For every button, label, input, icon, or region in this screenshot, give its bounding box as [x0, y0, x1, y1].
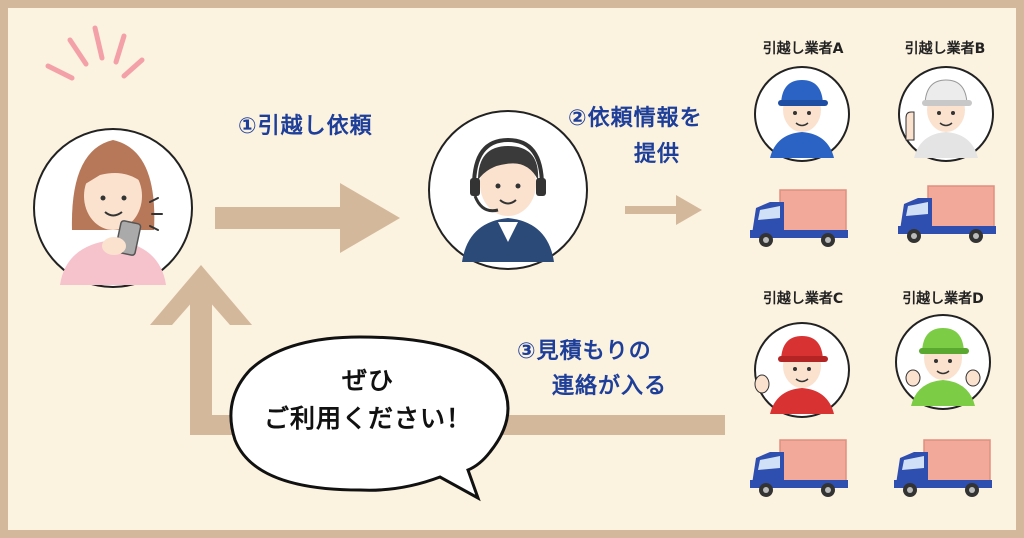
vendor-a-name: 引越し業者A — [762, 41, 844, 57]
truck-d-icon — [893, 439, 993, 498]
arrow-estimate-return — [150, 265, 725, 435]
user-woman-phone-icon — [33, 128, 193, 288]
arrow-provide-info — [625, 195, 702, 225]
mover-a-icon — [754, 66, 850, 162]
operator-headset-icon — [428, 110, 588, 270]
mover-c-icon — [754, 322, 850, 418]
arrow-request — [215, 183, 400, 253]
step2-label-line1: ②依頼情報を — [568, 106, 703, 131]
step3-label-line1: ③見積もりの — [517, 339, 652, 364]
step3-label-line2: 連絡が入る — [552, 374, 668, 399]
truck-a-icon — [749, 189, 849, 248]
step1-label: ①引越し依頼 — [238, 114, 373, 139]
mover-b-icon — [898, 66, 994, 162]
vendor-d-name: 引越し業者D — [902, 291, 984, 307]
surprise-lines-icon — [45, 25, 145, 81]
bubble-message: ぜひ ご利用ください！ — [238, 362, 498, 438]
truck-c-icon — [749, 439, 849, 498]
step2-label-line2: 提供 — [634, 142, 681, 167]
vendor-b-name: 引越し業者B — [904, 41, 986, 57]
bubble-line2: ご利用ください！ — [263, 404, 472, 433]
truck-b-icon — [897, 185, 997, 244]
vendor-c-name: 引越し業者C — [762, 291, 844, 307]
bubble-line1: ぜひ — [341, 366, 394, 395]
mover-d-icon — [895, 314, 991, 410]
speech-bubble-icon — [229, 335, 510, 502]
